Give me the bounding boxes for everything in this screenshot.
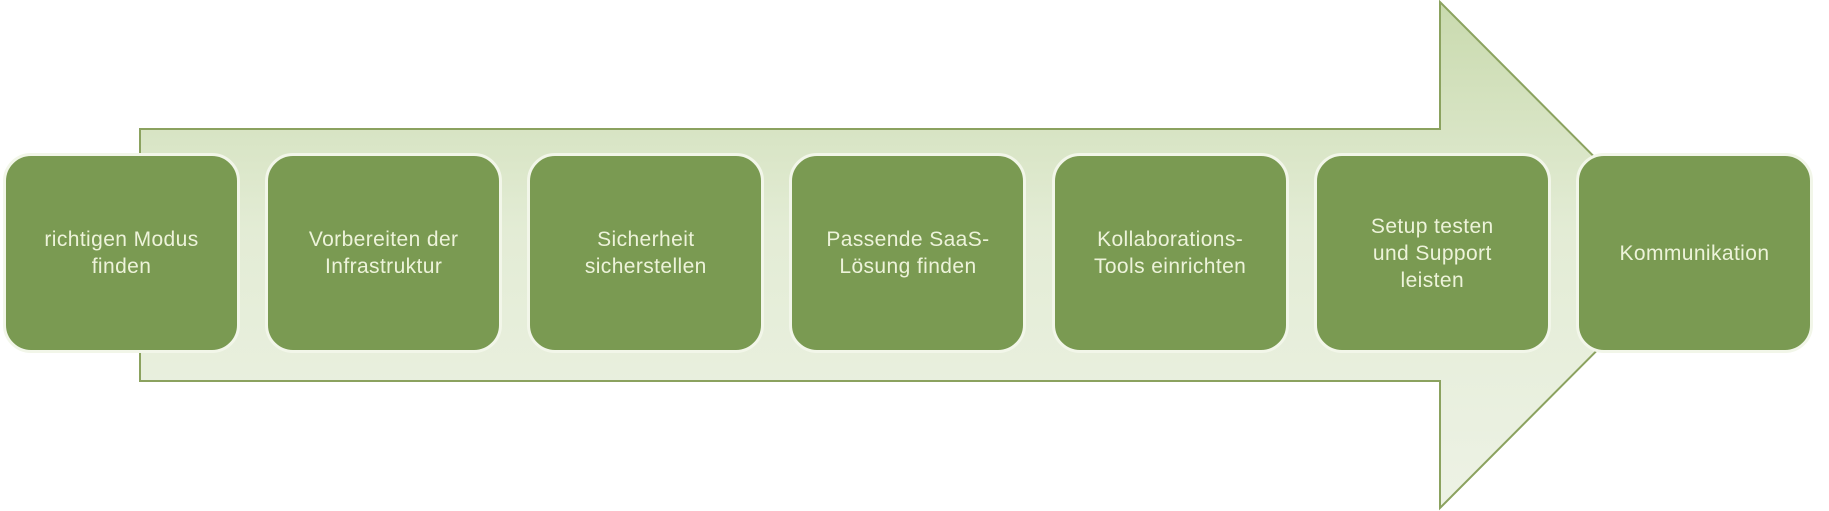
process-step-4: Passende SaaS- Lösung finden bbox=[789, 153, 1027, 353]
process-step-3: Sicherheit sicherstellen bbox=[527, 153, 765, 353]
process-step-label: Kollaborations- Tools einrichten bbox=[1093, 228, 1247, 278]
process-step-7: Kommunikation bbox=[1575, 153, 1813, 353]
process-step-6: Setup testen und Support leisten bbox=[1313, 153, 1551, 353]
process-step-5: Kollaborations- Tools einrichten bbox=[1051, 153, 1289, 353]
process-step-label: Vorbereiten der Infrastruktur bbox=[308, 228, 459, 278]
process-step-label: richtigen Modus finden bbox=[44, 228, 199, 278]
process-step-2: Vorbereiten der Infrastruktur bbox=[265, 153, 503, 353]
process-step-label: Kommunikation bbox=[1619, 241, 1770, 265]
process-step-label: Passende SaaS- Lösung finden bbox=[826, 228, 990, 278]
process-step-1: richtigen Modus finden bbox=[3, 153, 240, 353]
process-steps: richtigen Modus finden Vorbereiten der In… bbox=[3, 153, 1813, 353]
process-step-label: Sicherheit sicherstellen bbox=[584, 228, 707, 278]
process-step-label: Setup testen und Support leisten bbox=[1370, 214, 1494, 292]
